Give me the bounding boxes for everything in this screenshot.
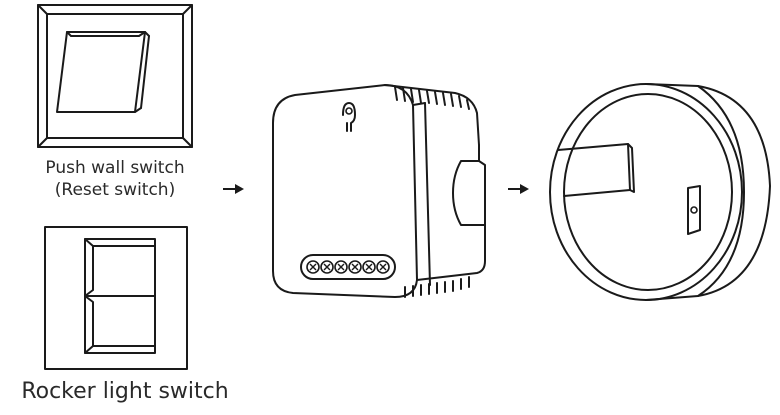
- arrow-right-icon: [507, 182, 531, 196]
- rocker-switch-icon: [44, 226, 190, 372]
- wall-box-icon: [548, 78, 773, 306]
- push-switch-label-line1: Push wall switch: [20, 157, 210, 179]
- push-switch-icon: [37, 4, 195, 150]
- arrow-right-icon: [222, 182, 246, 196]
- smart-module-icon: [265, 75, 490, 305]
- rocker-switch-label: Rocker light switch: [0, 378, 250, 406]
- push-switch-label: Push wall switch (Reset switch): [20, 157, 210, 201]
- push-switch-label-line2: (Reset switch): [20, 179, 210, 201]
